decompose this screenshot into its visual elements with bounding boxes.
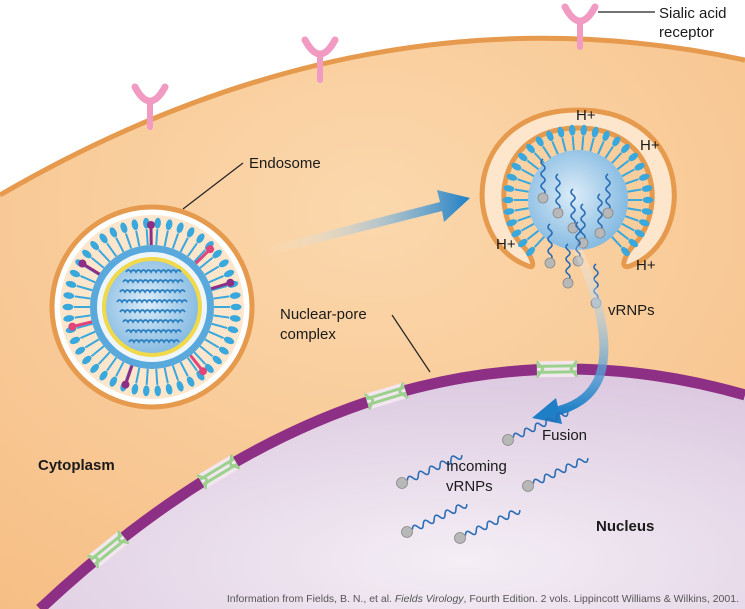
sialic-acid-label-line2: receptor (659, 24, 714, 41)
proton-label-right: H+ (640, 137, 660, 154)
nuclear-import-arrow (532, 245, 609, 424)
credit-book-title: Fields Virology (394, 593, 464, 605)
endocytosis-arrow (262, 190, 470, 256)
sialic-acid-label-line1: Sialic acid (659, 5, 727, 22)
nuclear-pore (364, 382, 409, 410)
proton-label-lower-right: H+ (636, 257, 656, 274)
endosome (49, 204, 255, 410)
nuclear-pore (196, 454, 241, 490)
receptor (561, 3, 599, 50)
source-credit: Information from Fields, B. N., et al. F… (227, 593, 739, 605)
incoming-label-line2: vRNPs (446, 478, 493, 495)
receptor (301, 36, 339, 83)
endosome-label: Endosome (249, 155, 321, 172)
credit-suffix: , Fourth Edition. 2 vols. Lippincott Wil… (463, 593, 739, 605)
proton-label-left: H+ (496, 236, 516, 253)
nuclear-pore-complexes (87, 360, 578, 569)
fusion-label: Fusion (542, 427, 587, 444)
receptor (131, 83, 169, 130)
cytoplasm-label: Cytoplasm (38, 457, 115, 474)
credit-prefix: Information from Fields, B. N., et al. (226, 593, 395, 605)
nucleus-label: Nucleus (596, 518, 654, 535)
incoming-label-line1: Incoming (446, 458, 507, 475)
fusing-envelope-lipids (502, 124, 654, 257)
nuclear-pore-label-line2: complex (280, 326, 336, 343)
proton-label-top: H+ (576, 107, 596, 124)
nuclear-pore-label-line1: Nuclear-pore (280, 306, 367, 323)
incoming-vrnps (396, 412, 589, 544)
sialic-acid-receptors (131, 3, 599, 130)
nuclear-pore (87, 530, 130, 569)
vrnps-label: vRNPs (608, 302, 655, 319)
packaged-vrnps (116, 269, 188, 344)
nuclear-pore (535, 360, 578, 379)
